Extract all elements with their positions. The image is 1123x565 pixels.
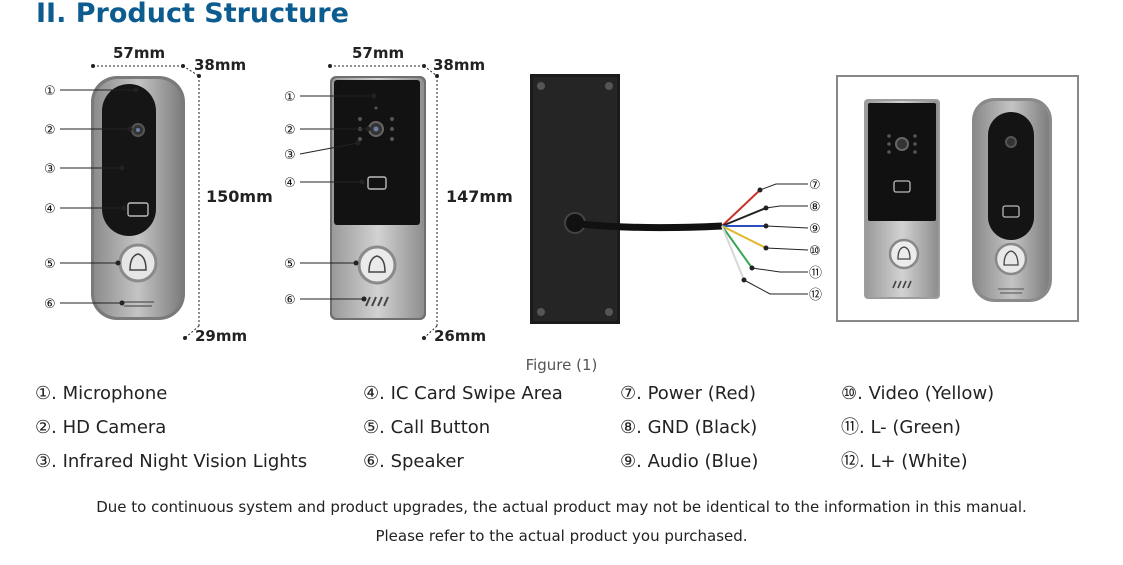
marker-a-6: ⑥ — [44, 297, 56, 312]
marker-c-11: ⑪ — [809, 266, 822, 281]
device-b-bottom-label: 26mm — [434, 327, 486, 345]
legend-item-audio: ⑨. Audio (Blue) — [620, 451, 759, 472]
marker-c-7: ⑦ — [809, 178, 821, 193]
device-b-depth-label: 38mm — [433, 56, 485, 74]
legend-column-1: ①. Microphone ②. HD Camera ③. Infrared N… — [35, 381, 307, 483]
disclaimer-line-1: Due to continuous system and product upg… — [96, 498, 1027, 516]
device-a: 57mm 38mm 150mm 29mm ① ② ③ ④ ⑤ ⑥ — [44, 44, 273, 345]
marker-b-3: ③ — [284, 148, 296, 163]
legend-item-call-button: ⑤. Call Button — [363, 417, 491, 438]
legend-item-ic-card-area: ④. IC Card Swipe Area — [363, 383, 563, 404]
device-a-bottom-label: 29mm — [195, 327, 247, 345]
legend-item-speaker: ⑥. Speaker — [363, 451, 464, 472]
device-b: 57mm 38mm 147mm 26mm ① ② ③ ④ — [284, 44, 513, 345]
marker-b-6: ⑥ — [284, 293, 296, 308]
marker-a-4: ④ — [44, 202, 56, 217]
back-panel: ⑦ ⑧ ⑨ ⑩ ⑪ ⑫ — [530, 74, 822, 324]
legend-column-4: ⑩. Video (Yellow) ⑪. L- (Green) ⑫. L+ (W… — [841, 381, 994, 483]
marker-b-5: ⑤ — [284, 257, 296, 272]
marker-c-9: ⑨ — [809, 222, 821, 237]
marker-a-2: ② — [44, 123, 56, 138]
disclaimer-line-2: Please refer to the actual product you p… — [375, 527, 748, 545]
legend-item-l-minus: ⑪. L- (Green) — [841, 417, 961, 438]
marker-c-10: ⑩ — [809, 244, 821, 259]
legend-item-hd-camera: ②. HD Camera — [35, 417, 167, 438]
device-b-width-label: 57mm — [352, 44, 404, 62]
marker-b-4: ④ — [284, 176, 296, 191]
device-a-width-label: 57mm — [113, 44, 165, 62]
marker-a-1: ① — [44, 84, 56, 99]
legend-column-2: ④. IC Card Swipe Area ⑤. Call Button ⑥. … — [363, 381, 563, 483]
product-photo — [836, 75, 1079, 322]
legend-item-microphone: ①. Microphone — [35, 383, 168, 404]
marker-c-8: ⑧ — [809, 200, 821, 215]
legend-item-gnd: ⑧. GND (Black) — [620, 417, 758, 438]
figure-caption: Figure (1) — [525, 356, 598, 374]
legend-item-infrared-lights: ③. Infrared Night Vision Lights — [35, 451, 308, 472]
device-a-height-label: 150mm — [206, 187, 273, 206]
marker-a-5: ⑤ — [44, 257, 56, 272]
device-a-depth-label: 38mm — [194, 56, 246, 74]
page-title: II. Product Structure — [36, 0, 349, 29]
marker-b-1: ① — [284, 90, 296, 105]
legend-item-video: ⑩. Video (Yellow) — [841, 383, 995, 404]
product-structure-figure: 57mm 38mm 150mm 29mm ① ② ③ ④ ⑤ ⑥ — [44, 44, 1079, 345]
marker-b-2: ② — [284, 123, 296, 138]
device-b-height-label: 147mm — [446, 187, 513, 206]
legend-column-3: ⑦. Power (Red) ⑧. GND (Black) ⑨. Audio (… — [620, 381, 758, 483]
marker-c-12: ⑫ — [809, 288, 822, 303]
legend-item-l-plus: ⑫. L+ (White) — [841, 451, 968, 472]
legend-item-power: ⑦. Power (Red) — [620, 383, 756, 404]
marker-a-3: ③ — [44, 162, 56, 177]
